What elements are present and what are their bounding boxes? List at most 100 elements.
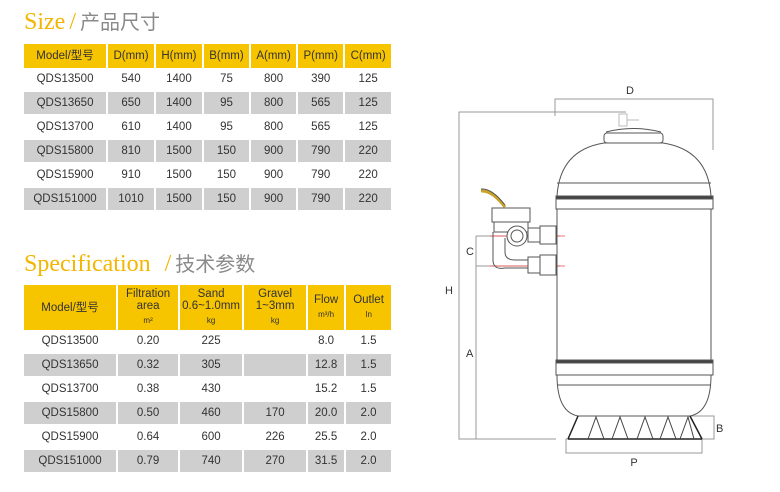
dim-h <box>458 111 626 440</box>
column-header: C(mm) <box>343 44 391 68</box>
table-cell: 650 <box>106 91 155 116</box>
header-unit: m³/h <box>318 310 335 319</box>
table-cell: 740 <box>178 449 244 474</box>
table-cell: 460 <box>178 401 244 426</box>
table-cell: 900 <box>249 163 298 188</box>
table-cell: 125 <box>343 115 391 140</box>
table-cell <box>242 377 308 402</box>
table-cell: 25.5 <box>306 425 346 450</box>
table-cell: 220 <box>343 139 391 164</box>
table-cell: 1.5 <box>344 377 391 402</box>
column-header: Sand 0.6~1.0mm kg <box>178 285 244 330</box>
column-header: P(mm) <box>296 44 345 68</box>
table-cell: 600 <box>178 425 244 450</box>
column-header: B(mm) <box>201 44 251 68</box>
table-cell: 125 <box>343 68 391 92</box>
title-sep: / <box>164 251 172 277</box>
table-cell: 1010 <box>106 187 155 212</box>
spec-title: Specification/技术参数 <box>24 248 255 278</box>
table-cell: 225 <box>178 330 244 354</box>
table-cell: 1400 <box>153 115 203 140</box>
table-cell: 0.64 <box>116 425 180 450</box>
table-cell: 150 <box>201 187 251 212</box>
table-cell: 150 <box>201 139 251 164</box>
table-cell: 790 <box>296 187 345 212</box>
table-cell: 170 <box>242 401 308 426</box>
title-sep: / <box>69 9 76 35</box>
table-cell: QDS13650 <box>24 91 108 116</box>
table-cell: 790 <box>296 163 345 188</box>
label-b: B <box>716 423 723 435</box>
table-cell: 0.20 <box>116 330 180 354</box>
table-cell: 1.5 <box>344 330 391 354</box>
dim-b <box>690 415 715 440</box>
column-header: A(mm) <box>249 44 298 68</box>
table-cell: 810 <box>106 139 155 164</box>
table-cell: 305 <box>178 353 244 378</box>
table-cell: QDS13500 <box>24 68 108 92</box>
table-cell: 1.5 <box>344 353 391 378</box>
table-cell: QDS13700 <box>24 115 108 140</box>
table-cell: QDS151000 <box>24 449 118 474</box>
table-cell: 270 <box>242 449 308 474</box>
table-cell: 800 <box>249 115 298 140</box>
table-cell: 31.5 <box>306 449 346 474</box>
table-cell: 2.0 <box>344 449 391 474</box>
header-label: Sand 0.6~1.0mm <box>182 288 240 312</box>
header-unit: In <box>365 310 372 319</box>
table-cell: 900 <box>249 187 298 212</box>
table-cell: 75 <box>201 68 251 92</box>
table-cell: 790 <box>296 139 345 164</box>
table-cell: 800 <box>249 68 298 92</box>
label-d: D <box>626 85 634 97</box>
header-unit: kg <box>206 316 216 325</box>
table-cell: 226 <box>242 425 308 450</box>
size-title: Size/产品尺寸 <box>24 6 160 36</box>
table-cell: QDS13650 <box>24 353 118 378</box>
table-cell: QDS151000 <box>24 187 108 212</box>
table-cell: QDS13700 <box>24 377 118 402</box>
header-unit: kg <box>270 316 280 325</box>
table-cell: 125 <box>343 91 391 116</box>
table-cell: QDS15900 <box>24 163 108 188</box>
table-cell: QDS13500 <box>24 330 118 354</box>
header-label: Model/型号 <box>41 301 99 314</box>
table-cell <box>242 330 308 354</box>
dim-p <box>565 438 703 454</box>
table-cell: QDS15800 <box>24 401 118 426</box>
column-header: H(mm) <box>153 44 203 68</box>
table-cell: 1500 <box>153 139 203 164</box>
table-cell: 0.50 <box>116 401 180 426</box>
label-p: P <box>630 457 637 469</box>
table-cell: 1500 <box>153 187 203 212</box>
table-cell: 150 <box>201 163 251 188</box>
table-cell: 12.8 <box>306 353 346 378</box>
table-cell: 565 <box>296 91 345 116</box>
column-header: Model/型号 <box>24 44 108 68</box>
label-c: C <box>466 246 474 258</box>
tank <box>555 113 714 440</box>
table-cell: 910 <box>106 163 155 188</box>
header-label: Outlet <box>353 294 384 306</box>
table-cell: 15.2 <box>306 377 346 402</box>
table-cell: 20.0 <box>306 401 346 426</box>
header-unit: m² <box>143 316 153 325</box>
table-cell: 390 <box>296 68 345 92</box>
label-h: H <box>445 285 453 297</box>
table-cell: 610 <box>106 115 155 140</box>
table-cell <box>242 353 308 378</box>
table-cell: 1400 <box>153 68 203 92</box>
